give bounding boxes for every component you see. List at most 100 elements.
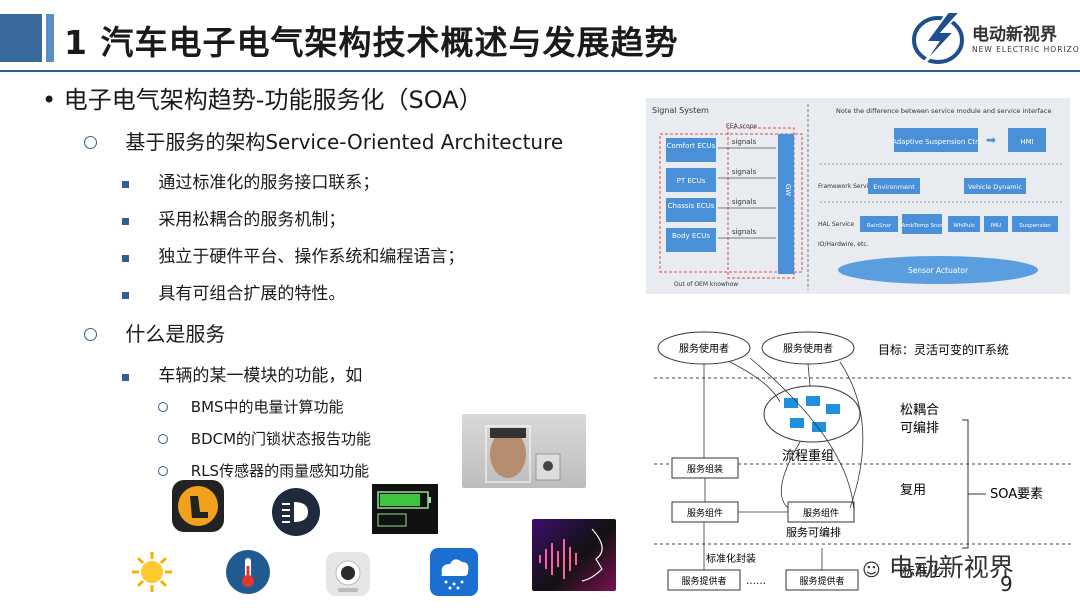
process-label: 流程重组	[782, 448, 834, 464]
ecu-box	[666, 228, 716, 252]
standard-pkg-label: 标准化封装	[706, 552, 756, 565]
soa-elements-label: SOA要素	[990, 487, 1043, 502]
sun-icon	[130, 550, 174, 598]
square-bullet-icon	[122, 292, 129, 299]
gateway-label: GW	[784, 184, 792, 196]
soa-diagram: 服务使用者 服务使用者 目标：灵活可变的IT系统 流程重组 松耦合 可编排 SO…	[650, 322, 1078, 608]
hal-item: RainSnsr	[867, 223, 892, 229]
battery-icon	[372, 484, 438, 538]
wechat-icon: ☺	[862, 560, 881, 581]
ecu-label: Comfort ECUs	[667, 142, 716, 150]
logo-name-cn: 电动新视界	[972, 25, 1057, 45]
sub-bullet-text: 采用松耦合的服务机制；	[158, 210, 346, 230]
sub-bullet-text: 独立于硬件平台、操作系统和编程语言；	[158, 247, 465, 267]
watermark-text: 电动新视界	[888, 553, 1014, 582]
headlight-icon	[272, 488, 320, 540]
signal-system-title: Signal System	[652, 106, 709, 115]
sensor-label: Sensor Actuator	[908, 266, 969, 275]
sub-bullet-4: 具有可组合扩展的特性。	[122, 279, 345, 304]
dots-label: ……	[746, 576, 766, 587]
hal-item: WhlPuls	[953, 223, 975, 229]
signal-system-figure: Signal System EEA scope Comfort ECUs PT …	[646, 98, 1070, 294]
bullet-dot: •	[42, 86, 57, 114]
gateway-box	[778, 134, 794, 274]
arrow-icon: ➡	[986, 133, 996, 147]
example-bms: BMS中的电量计算功能	[158, 396, 344, 417]
service-user-label: 服务使用者	[679, 342, 729, 355]
example-text: RLS传感器的雨量感知功能	[190, 462, 370, 480]
heading-text: 电子电气架构趋势-功能服务化（SOA）	[63, 86, 483, 114]
signals-label: signals	[732, 198, 757, 206]
component-label: 服务组件	[803, 507, 839, 519]
ecu-label: PT ECUs	[677, 177, 706, 185]
vehicle-dynamic-label: Vehicle Dynamic	[968, 183, 1022, 191]
bullet-text: 什么是服务	[125, 322, 226, 346]
signals-label: signals	[732, 168, 757, 176]
bullet-item-service: 什么是服务	[84, 318, 225, 347]
square-bullet-icon	[122, 181, 129, 188]
environment-label: Environment	[873, 183, 915, 191]
circle-bullet-icon	[158, 434, 168, 444]
logo-name-en: NEW ELECTRIC HORIZON	[972, 45, 1080, 54]
sub-bullet-3: 独立于硬件平台、操作系统和编程语言；	[122, 242, 464, 267]
adaptive-label: Adaptive Suspension Ctrl	[892, 138, 980, 146]
circle-bullet-icon	[84, 136, 97, 149]
example-rls: RLS传感器的雨量感知功能	[158, 460, 369, 481]
seat-icon	[172, 480, 224, 536]
header-accent-bar-thin	[46, 14, 54, 62]
sub-bullet-1: 通过标准化的服务接口联系；	[122, 168, 379, 193]
goal-label: 目标：灵活可变的IT系统	[878, 342, 1009, 357]
sensor-cloud	[838, 256, 1038, 284]
circle-bullet-icon	[158, 402, 168, 412]
adaptive-box	[894, 128, 978, 152]
hal-item: Suspension	[1019, 223, 1051, 229]
camera-icon	[326, 552, 370, 600]
orchestrable-label: 可编排	[900, 421, 939, 436]
heading-bullet: • 电子电气架构趋势-功能服务化（SOA）	[42, 80, 483, 115]
face-recognition-image	[462, 414, 586, 488]
vehicle-dynamic-box	[964, 178, 1026, 194]
io-label: IO/Hardwire, etc.	[818, 241, 869, 248]
component-label: 服务组件	[687, 507, 723, 519]
environment-box	[868, 178, 920, 194]
voice-waveform-image	[532, 519, 616, 591]
ecu-box	[666, 168, 716, 192]
orchestrable2-label: 服务可编排	[786, 525, 841, 539]
ecu-box	[666, 138, 716, 162]
reuse-label: 复用	[900, 483, 926, 498]
sub-bullet-vehicle: 车辆的某一模块的功能，如	[122, 361, 362, 386]
ecu-label: Body ECUs	[672, 232, 710, 240]
example-bdcm: BDCM的门锁状态报告功能	[158, 428, 371, 449]
note-text: Note the difference between service modu…	[836, 107, 1051, 115]
square-bullet-icon	[122, 374, 129, 381]
header-accent-bar	[0, 14, 42, 62]
circle-bullet-icon	[158, 466, 168, 476]
page-number: 9	[1000, 572, 1013, 596]
example-text: BDCM的门锁状态报告功能	[190, 430, 372, 448]
signals-label: signals	[732, 138, 757, 146]
hmi-label: HMI	[1020, 138, 1033, 146]
bullet-text: 基于服务的架构Service-Oriented Architecture	[125, 130, 564, 154]
hal-item: AmbTemp Snsr	[901, 223, 943, 229]
header-divider	[0, 70, 1080, 72]
signals-label: signals	[732, 228, 757, 236]
sub-bullet-text: 车辆的某一模块的功能，如	[158, 366, 363, 386]
brand-logo	[908, 8, 1068, 68]
loose-label: 松耦合	[900, 403, 939, 418]
rain-cloud-icon	[430, 548, 478, 600]
oem-footer: Out of OEM knowhow	[674, 281, 738, 288]
eea-scope-label: EEA scope	[726, 123, 757, 130]
service-user-label: 服务使用者	[783, 342, 833, 355]
slide-title: 1 汽车电子电气架构技术概述与发展趋势	[64, 23, 679, 62]
example-text: BMS中的电量计算功能	[190, 398, 344, 416]
hal-item: IMU	[991, 223, 1001, 229]
ecu-label: Chassis ECUs	[668, 202, 715, 210]
hal-label: HAL Service	[818, 221, 854, 228]
provider-label: 服务提供者	[681, 575, 726, 587]
bullet-item-soa: 基于服务的架构Service-Oriented Architecture	[84, 126, 563, 155]
provider-label: 服务提供者	[799, 575, 844, 587]
sub-bullet-text: 具有可组合扩展的特性。	[158, 284, 346, 304]
sub-bullet-text: 通过标准化的服务接口联系；	[158, 173, 380, 193]
watermark: ☺ 电动新视界	[862, 548, 1014, 584]
standardize-label: 标准化	[902, 565, 941, 580]
